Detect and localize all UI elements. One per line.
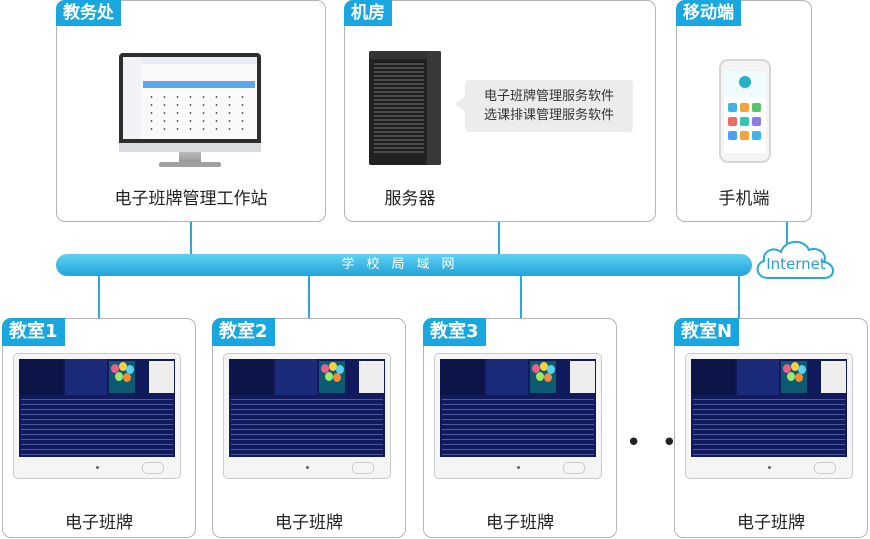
class-board-icon xyxy=(223,353,391,479)
server-room-tag: 机房 xyxy=(344,0,392,26)
classroom-caption: 电子班牌 xyxy=(275,513,343,533)
cloud-icon xyxy=(756,241,834,279)
classroom-tag: 教室2 xyxy=(212,318,275,346)
office-box: 教务处 电子班牌管理工作站 xyxy=(56,0,326,222)
server-caption: 服务器 xyxy=(384,189,436,209)
mobile-caption: 手机端 xyxy=(718,189,770,209)
lan-label: 学校局域网 xyxy=(341,257,467,272)
link-class-1 xyxy=(98,276,100,318)
classroom-tag: 教室3 xyxy=(423,318,486,346)
link-server xyxy=(498,222,500,256)
link-class-2 xyxy=(308,276,310,318)
class-board-icon xyxy=(13,353,181,479)
bubble-line-2: 选课排课管理服务软件 xyxy=(483,108,614,123)
mobile-tag: 移动端 xyxy=(676,0,741,26)
server-rack-icon xyxy=(369,51,441,165)
office-tag: 教务处 xyxy=(56,0,121,26)
link-class-n xyxy=(738,276,740,318)
server-room-box: 机房 电子班牌管理服务软件 选课排课管理服务软件 服务器 xyxy=(344,0,656,222)
classroom-tag: 教室N xyxy=(674,318,740,346)
mobile-box: 移动端 手机端 xyxy=(676,0,812,222)
classroom-caption: 电子班牌 xyxy=(65,513,133,533)
classroom-box: 教室N 电子班牌 xyxy=(674,318,868,538)
lan-bar xyxy=(56,254,752,276)
classroom-tag: 教室1 xyxy=(2,318,65,346)
bubble-line-1: 电子班牌管理服务软件 xyxy=(483,89,614,104)
office-caption: 电子班牌管理工作站 xyxy=(114,189,268,209)
software-bubble: 电子班牌管理服务软件 选课排课管理服务软件 xyxy=(455,80,633,132)
link-office xyxy=(190,222,192,256)
smartphone-icon xyxy=(719,59,771,163)
classroom-box: 教室1 电子班牌 xyxy=(2,318,196,538)
classroom-caption: 电子班牌 xyxy=(486,513,554,533)
classroom-caption: 电子班牌 xyxy=(737,513,805,533)
class-board-icon xyxy=(685,353,853,479)
class-board-icon xyxy=(434,353,602,479)
link-class-3 xyxy=(520,276,522,318)
classroom-box: 教室2 电子班牌 xyxy=(212,318,406,538)
classroom-box: 教室3 电子班牌 xyxy=(423,318,617,538)
link-mobile xyxy=(786,222,788,244)
cloud-label: Internet xyxy=(766,255,826,273)
